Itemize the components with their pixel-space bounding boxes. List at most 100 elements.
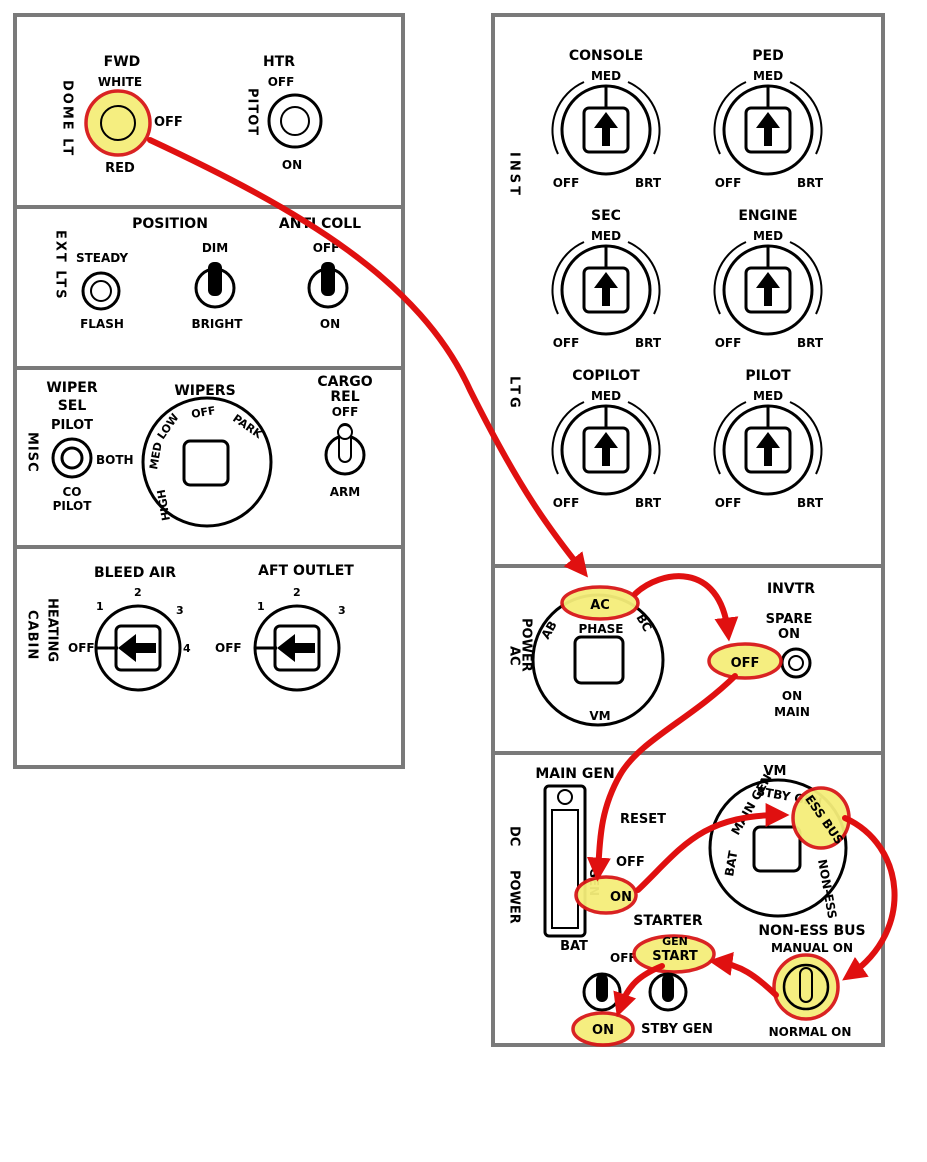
ess-bus-highlight[interactable]: ESS BUS [791,786,851,850]
ac-phase-highlight[interactable]: AC [560,585,640,621]
misc-side-label: MISC [25,432,40,473]
arrow-dome-to-ac [147,137,588,578]
aft-outlet-rotary-knob[interactable] [253,604,341,692]
knob-brt-label: BRT [635,336,662,350]
ac-power-side-label: POWER [519,618,534,672]
position-label: POSITION [132,216,208,232]
knob-off-label: OFF [553,336,580,350]
bright-label: BRIGHT [192,317,244,331]
inst-ltg-knob-engine[interactable]: ENGINE MED OFF BRT [712,208,824,350]
bleed-pos-3-label: 3 [176,604,184,617]
aft-outlet-label: AFT OUTLET [258,563,354,579]
knob-med-label: MED [753,389,783,403]
starter-on-label: ON [592,1023,614,1038]
starter-switch-right[interactable] [648,972,688,1012]
steady-label: STEADY [76,251,128,265]
cabin-side-label: CABIN [25,610,40,660]
bleed-off-label: OFF [68,641,95,655]
main-gen-on-highlight[interactable]: ON [574,875,638,915]
ac-label: AC [590,598,610,613]
knob-med-label: MED [591,389,621,403]
invtr-main-label: MAIN [774,705,810,719]
non-ess-bus-label: NON-ESS BUS [758,923,865,939]
knob-name-label: PILOT [745,368,791,384]
knob-med-label: MED [591,69,621,83]
inverter-switch[interactable] [780,647,812,679]
knob-off-label: OFF [715,176,742,190]
starter-start-label: START [652,949,698,964]
pitot-side-label: PITOT [245,88,260,136]
wiper-copilot-label: PILOT [53,499,93,513]
dc-power-section: DC POWER MAIN GEN BAT RESET OFF GEN ON V… [507,764,866,1047]
starter-gen-start-highlight[interactable]: GEN START [632,934,716,974]
wiper-sel-label-2: SEL [58,398,87,414]
bleed-air-rotary-knob[interactable] [94,604,182,692]
knob-off-label: OFF [553,176,580,190]
arrow-ac-to-invtr-off [632,573,739,642]
arrow-main-gen-to-ess-bus [635,803,790,893]
phase-label: PHASE [579,622,624,636]
main-gen-switch[interactable] [543,784,587,938]
knob-brt-label: BRT [797,496,824,510]
wipers-rotary-knob[interactable] [141,396,273,528]
knob-off-label: OFF [715,336,742,350]
dome-fwd-label: FWD [104,54,141,70]
cargo-release-switch[interactable] [324,423,366,476]
aft-pos-1-label: 1 [257,600,265,613]
normal-on-label: NORMAL ON [769,1025,852,1039]
anti-coll-on-label: ON [320,317,340,331]
pitot-heater-switch[interactable] [267,93,323,149]
wiper-select-switch[interactable] [51,437,93,479]
dim-label: DIM [202,241,228,255]
knob-name-label: ENGINE [738,208,797,224]
invtr-off-highlight[interactable]: OFF [707,642,783,680]
aft-pos-2-label: 2 [293,586,301,599]
wipers-med-label: MED [147,441,165,470]
wipers-off-label: OFF [190,404,216,421]
knob-med-label: MED [753,229,783,243]
starter-on-highlight[interactable]: ON [571,1011,635,1047]
pitot-htr-label: HTR [263,54,295,70]
dc-vm-label: VM [764,764,787,779]
ltg-side-label: LTG [507,376,522,411]
ext-lts-side-label: EXT LTS [53,230,68,301]
cargo-off-label: OFF [332,405,359,419]
invtr-off-label: OFF [731,656,760,671]
cargo-arm-label: ARM [330,485,360,499]
position-toggle-switch[interactable] [194,262,236,309]
dome-light-switch[interactable] [84,89,152,157]
knob-name-label: COPILOT [572,368,640,384]
aft-pos-3-label: 3 [338,604,346,617]
dc-side-label: DC [507,826,522,846]
anti-coll-toggle-switch[interactable] [307,262,349,309]
wipers-label: WIPERS [174,383,235,399]
main-gen-on-label: ON [610,890,632,905]
knob-name-label: CONSOLE [569,48,643,64]
wipers-high-label: HIGH [155,488,173,521]
flash-label: FLASH [80,317,124,331]
arrow-non-ess-to-start [708,952,779,998]
phase-vm-rotary-knob[interactable] [531,593,665,727]
wiper-both-label: BOTH [96,453,134,467]
bat-label: BAT [560,939,588,954]
wiper-co-label: CO [62,485,81,499]
ac-vm-label: VM [589,709,610,723]
invtr-label: INVTR [767,581,815,597]
steady-flash-switch[interactable] [81,271,121,311]
knob-brt-label: BRT [635,496,662,510]
main-gen-off-label: OFF [616,855,645,870]
bleed-pos-4-label: 4 [183,642,191,655]
non-ess-bus-switch[interactable] [772,953,840,1021]
starter-switch-left[interactable] [582,972,622,1012]
dome-white-label: WHITE [98,75,142,89]
sequence-arrows [147,137,898,1018]
knob-brt-label: BRT [797,336,824,350]
bleed-pos-2-label: 2 [134,586,142,599]
